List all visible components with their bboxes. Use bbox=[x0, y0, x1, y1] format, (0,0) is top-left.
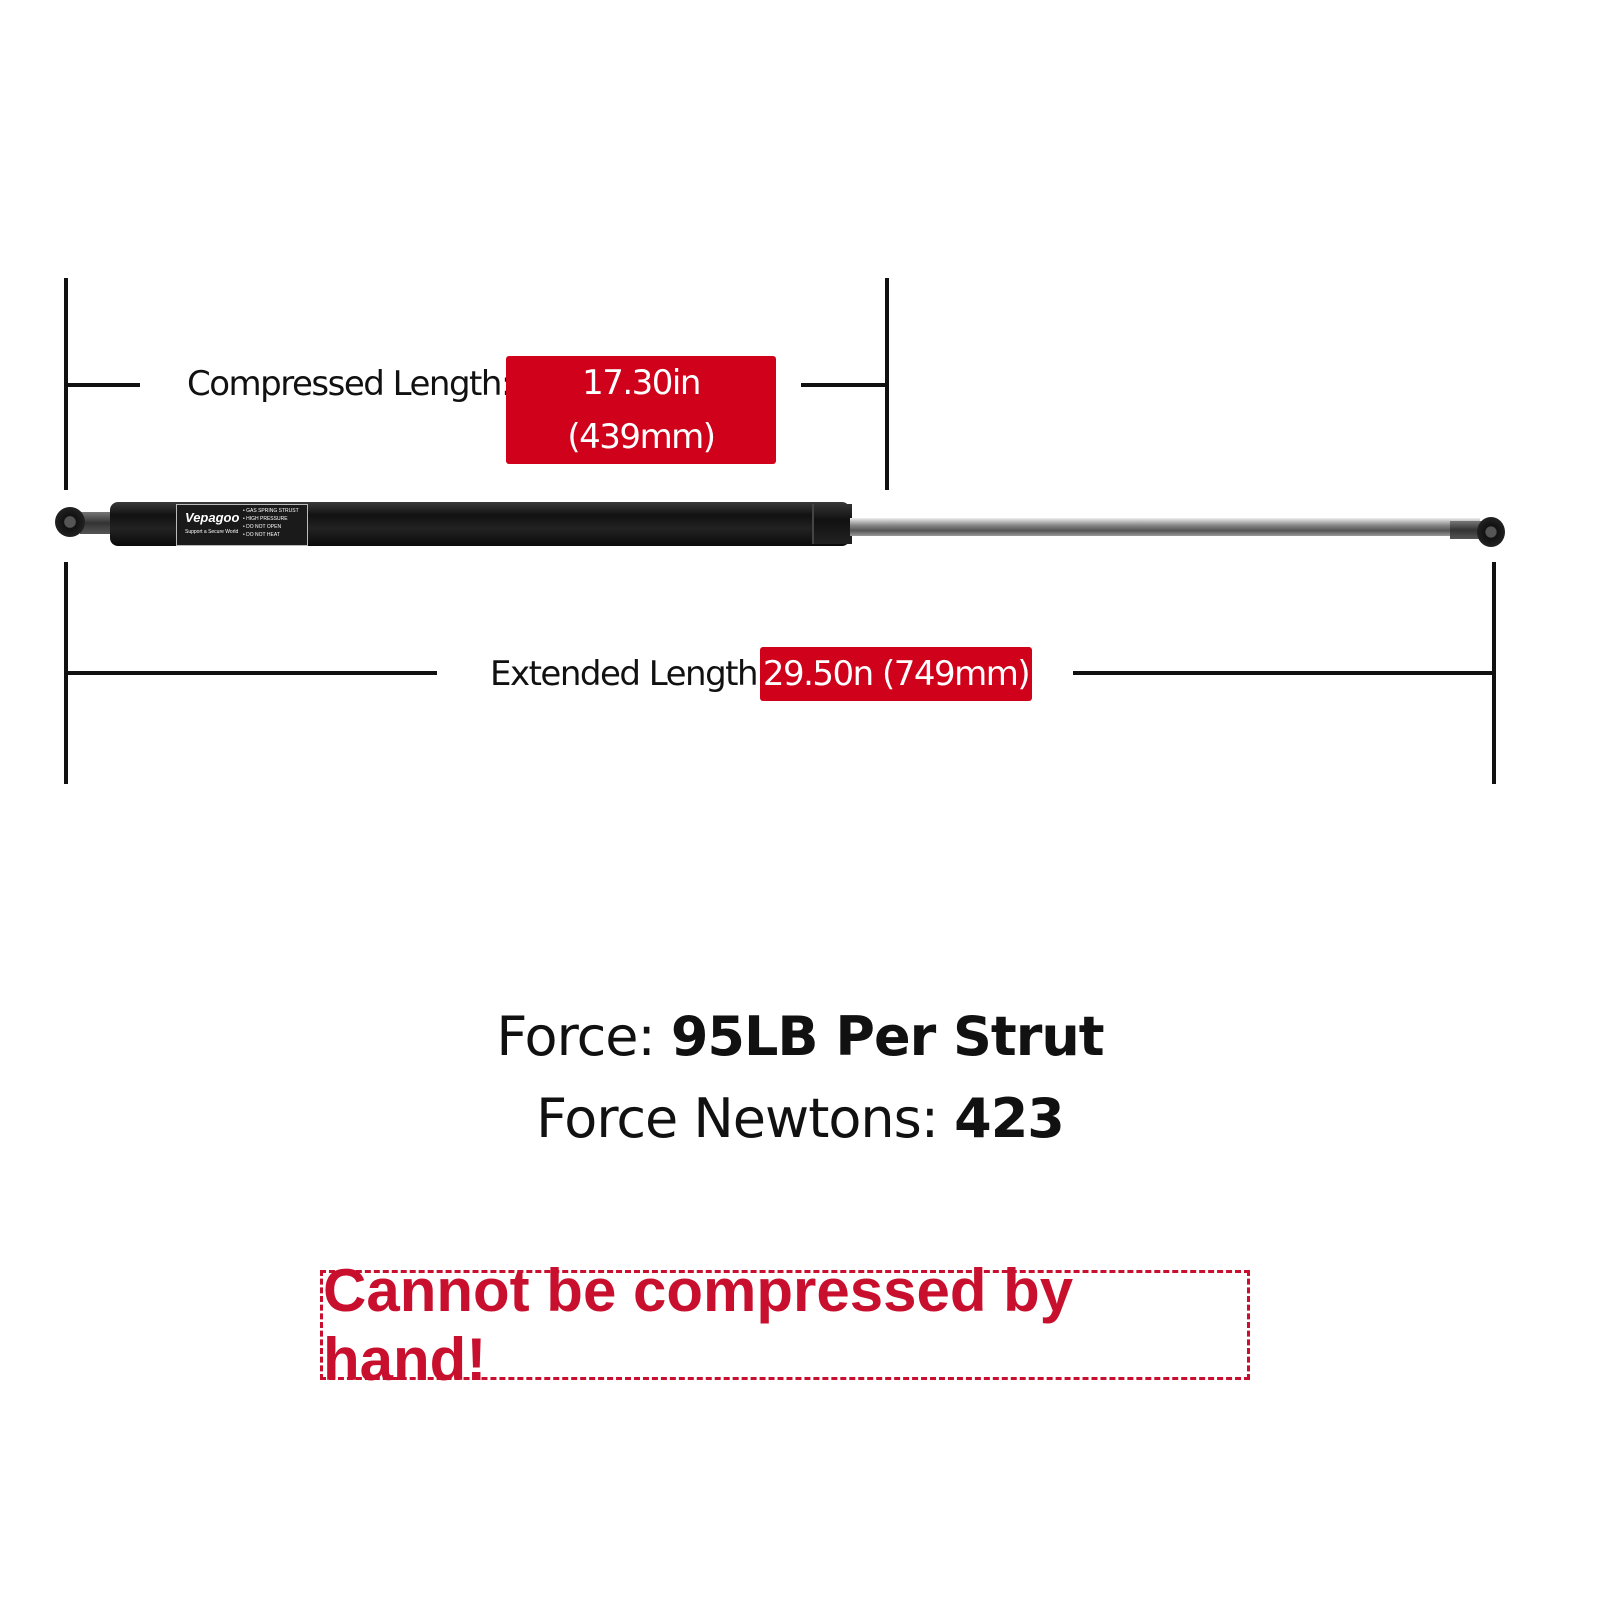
strut-brand-label: Vepagoo Support a Secure World • GAS SPR… bbox=[176, 504, 308, 546]
compressed-line-right bbox=[801, 383, 885, 387]
extended-length-label: Extended Length: bbox=[490, 654, 769, 694]
extended-line-right bbox=[1073, 671, 1494, 675]
force-newtons-line: Force Newtons: 423 bbox=[536, 1087, 1065, 1150]
compressed-right-tick bbox=[885, 278, 889, 490]
strut-end-fitting bbox=[1477, 517, 1505, 547]
compressed-line-left bbox=[66, 383, 140, 387]
strut-end-fitting bbox=[55, 507, 85, 537]
force-line: Force: 95LB Per Strut bbox=[496, 1005, 1104, 1068]
strut-rod bbox=[850, 518, 1480, 536]
extended-length-value: 29.50n (749mm) bbox=[760, 647, 1032, 701]
compressed-length-value: 17.30in (439mm) bbox=[506, 356, 776, 464]
warning-box: Cannot be compressed by hand! bbox=[320, 1257, 1250, 1393]
extended-right-tick bbox=[1492, 562, 1496, 784]
compressed-length-label: Compressed Length: bbox=[187, 364, 512, 404]
extended-line-left bbox=[66, 671, 437, 675]
